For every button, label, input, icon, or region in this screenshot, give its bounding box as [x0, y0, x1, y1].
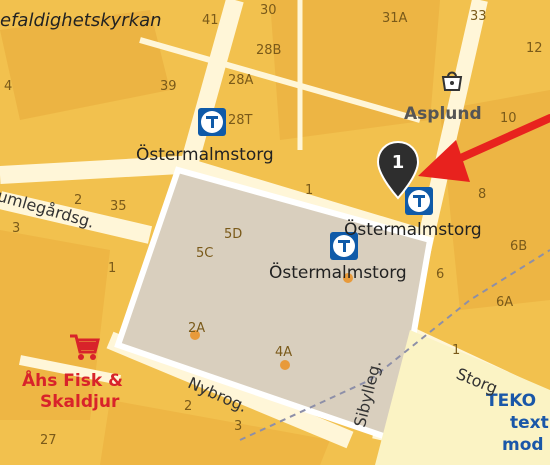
marker-label: 1 [391, 152, 405, 173]
map-marker-icon[interactable]: 1 [375, 140, 421, 200]
metro-t-icon[interactable] [330, 232, 358, 260]
house-number: 1 [108, 261, 117, 276]
house-number: 4A [275, 345, 293, 360]
metro-t-icon[interactable] [198, 108, 226, 136]
church-label: efaldighetskyrkan [0, 10, 162, 31]
asplund-label[interactable]: Asplund [404, 104, 482, 124]
teko-label-line2[interactable]: text [510, 413, 549, 433]
station-label-right: Östermalmstorg [344, 220, 482, 240]
house-number: 35 [110, 199, 127, 214]
metro-t-icon[interactable] [405, 187, 433, 215]
house-number: 2 [74, 193, 83, 208]
house-number: 5C [196, 246, 214, 261]
house-number: 33 [470, 9, 487, 24]
teko-label-line3[interactable]: mod [502, 435, 544, 455]
house-number: 39 [160, 79, 177, 94]
pointer-arrow [418, 114, 550, 182]
house-number: 6B [510, 239, 528, 254]
house-number: 3 [234, 419, 243, 434]
house-number: 28T [228, 113, 253, 128]
house-number: 41 [202, 13, 219, 28]
house-number: 2 [184, 399, 193, 414]
house-number: 28A [228, 73, 254, 88]
house-number: 2A [188, 321, 206, 336]
house-number: 12 [526, 41, 543, 56]
shopping-bag-icon[interactable] [440, 68, 464, 92]
house-number: 1 [452, 343, 461, 358]
house-number: 31A [382, 11, 408, 26]
house-number: 28B [256, 43, 282, 58]
house-number: 30 [260, 3, 277, 18]
ahs-label-line1[interactable]: Åhs Fisk & [22, 371, 123, 391]
house-number: 6 [436, 267, 445, 282]
house-number: 5D [224, 227, 243, 242]
house-number: 8 [478, 187, 487, 202]
house-number: 4 [4, 79, 13, 94]
ahs-label-line2[interactable]: Skaldjur [40, 392, 120, 412]
house-number: 6A [496, 295, 514, 310]
teko-label-line1[interactable]: TEKO [486, 391, 537, 411]
square-label: Östermalmstorg [269, 263, 407, 283]
house-number: 1 [305, 183, 314, 198]
house-number: 27 [40, 433, 57, 448]
station-label-left: Östermalmstorg [136, 145, 274, 165]
house-number: 10 [500, 111, 517, 126]
house-number: 3 [12, 221, 21, 236]
shopping-cart-icon[interactable] [68, 332, 100, 362]
